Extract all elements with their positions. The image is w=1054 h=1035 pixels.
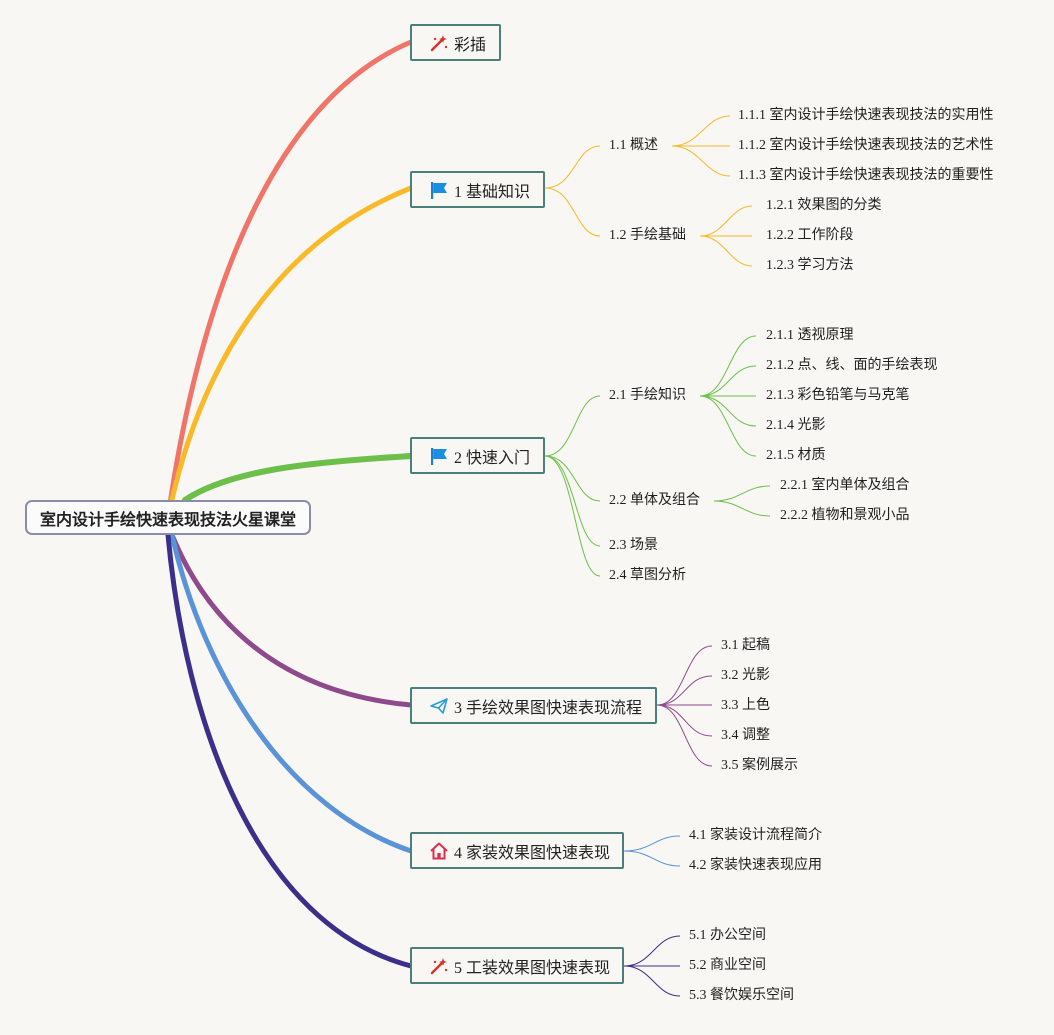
branch-line-4 [169,532,414,854]
leaf-3-3[interactable]: 3.3 上色 [721,698,770,713]
branch-label-4: 4 家装效果图快速表现 [454,844,611,862]
branch-label-2: 2 快速入门 [454,449,531,467]
leaf-3-4[interactable]: 3.4 调整 [721,728,770,743]
branch-node-1[interactable]: 1 基础知识 [410,171,545,208]
leaf-5-3[interactable]: 5.3 餐饮娱乐空间 [689,988,794,1003]
branch-4-sublinks [623,835,681,867]
root-label: 室内设计手绘快速表现技法火星课堂 [39,509,296,529]
branch-5-sublinks [623,935,681,997]
branch-line-3 [169,532,414,708]
subtopic-2-4[interactable]: 2.4 草图分析 [609,568,686,583]
branch-line-1 [165,185,414,521]
branch-line-caicha [165,39,414,521]
leaf-3-2[interactable]: 3.2 光影 [721,668,770,683]
leaf-5-2[interactable]: 5.2 商业空间 [689,958,766,973]
leaf-2-1-5[interactable]: 2.1.5 材质 [766,448,826,463]
subtopic-2-3[interactable]: 2.3 场景 [609,538,658,553]
branch-2-sublinks [544,335,771,577]
leaf-2-2-1[interactable]: 2.2.1 室内单体及组合 [780,478,910,493]
branch-node-5[interactable]: 5 工装效果图快速表现 [410,947,624,984]
flag-icon [428,179,450,201]
leaf-3-5[interactable]: 3.5 案例展示 [721,758,798,773]
branch-line-5 [165,532,414,969]
leaf-1-1-3[interactable]: 1.1.3 室内设计手绘快速表现技法的重要性 [738,168,994,183]
leaf-2-1-4[interactable]: 2.1.4 光影 [766,418,826,433]
leaf-1-2-3[interactable]: 1.2.3 学习方法 [766,258,854,273]
root-node[interactable]: 室内设计手绘快速表现技法火星课堂 [25,500,311,535]
leaf-2-1-2[interactable]: 2.1.2 点、线、面的手绘表现 [766,358,938,373]
leaf-1-2-2[interactable]: 1.2.2 工作阶段 [766,228,854,243]
subtopic-1-1[interactable]: 1.1 概述 [609,138,658,153]
leaf-1-2-1[interactable]: 1.2.1 效果图的分类 [766,198,882,213]
branch-label-3: 3 手绘效果图快速表现流程 [454,699,643,717]
leaf-3-1[interactable]: 3.1 起稿 [721,638,770,653]
flag-icon [428,445,450,467]
paper-plane-icon [428,695,450,717]
leaf-1-1-2[interactable]: 1.1.2 室内设计手绘快速表现技法的艺术性 [738,138,994,153]
branch-3-sublinks [656,645,713,767]
branch-node-caicha[interactable]: 彩插 [410,24,501,61]
leaf-2-1-3[interactable]: 2.1.3 彩色铅笔与马克笔 [766,388,910,403]
branch-line-2 [182,453,414,503]
leaf-2-1-1[interactable]: 2.1.1 透视原理 [766,328,854,343]
subtopic-1-2[interactable]: 1.2 手绘基础 [609,228,686,243]
branch-node-4[interactable]: 4 家装效果图快速表现 [410,832,624,869]
subtopic-2-1[interactable]: 2.1 手绘知识 [609,388,686,403]
branch-node-2[interactable]: 2 快速入门 [410,437,545,474]
magic-wand-icon [428,955,450,977]
leaf-4-1[interactable]: 4.1 家装设计流程简介 [689,828,822,843]
branch-label-5: 5 工装效果图快速表现 [454,959,611,977]
branch-label-caicha: 彩插 [454,36,487,54]
branch-node-3[interactable]: 3 手绘效果图快速表现流程 [410,687,657,724]
leaf-2-2-2[interactable]: 2.2.2 植物和景观小品 [780,508,910,523]
leaf-4-2[interactable]: 4.2 家装快速表现应用 [689,858,822,873]
branch-label-1: 1 基础知识 [454,183,531,201]
branch-1-sublinks [544,115,753,267]
leaf-1-1-1[interactable]: 1.1.1 室内设计手绘快速表现技法的实用性 [738,108,994,123]
magic-wand-icon [428,32,450,54]
subtopic-2-2[interactable]: 2.2 单体及组合 [609,493,700,508]
house-icon [428,840,450,862]
leaf-5-1[interactable]: 5.1 办公空间 [689,928,766,943]
